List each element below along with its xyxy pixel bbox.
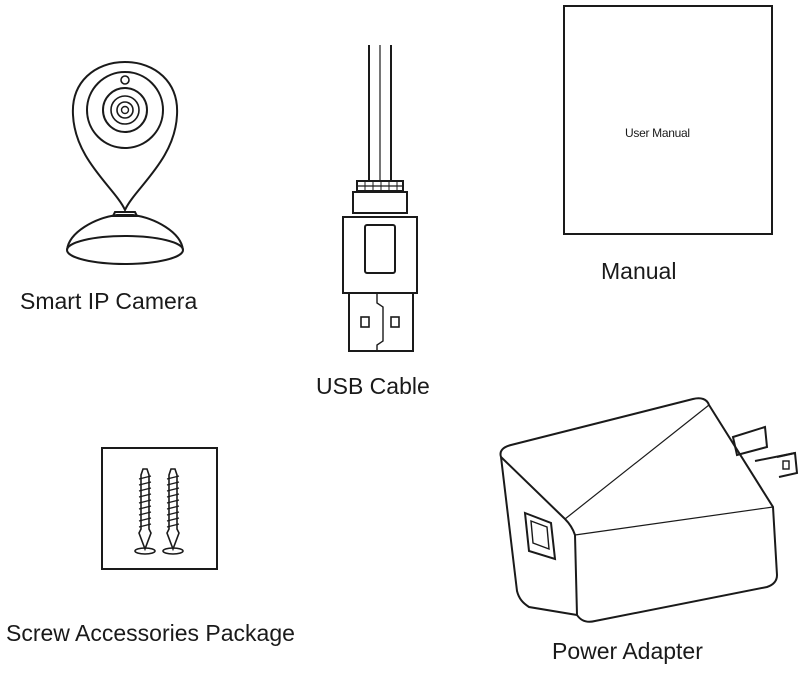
manual-cover-text: User Manual (625, 126, 690, 140)
manual-label: Manual (601, 258, 677, 284)
power-adapter-icon (499, 397, 799, 623)
camera-icon (66, 60, 184, 265)
power-adapter-label: Power Adapter (552, 638, 703, 664)
camera-label: Smart IP Camera (20, 288, 198, 314)
screw-icon (134, 468, 156, 555)
manual-illustration: User Manual (563, 5, 775, 235)
screw-icon (162, 468, 184, 555)
usb-cable-icon (342, 45, 418, 352)
manual-book-icon (563, 5, 773, 235)
screw-package-icon (101, 447, 218, 570)
screws-illustration (101, 447, 219, 571)
camera-illustration (55, 60, 195, 280)
usb-cable-illustration (335, 45, 425, 355)
screws-label: Screw Accessories Package (6, 620, 295, 646)
power-adapter-illustration (495, 395, 803, 625)
usb-cable-label: USB Cable (316, 373, 430, 399)
